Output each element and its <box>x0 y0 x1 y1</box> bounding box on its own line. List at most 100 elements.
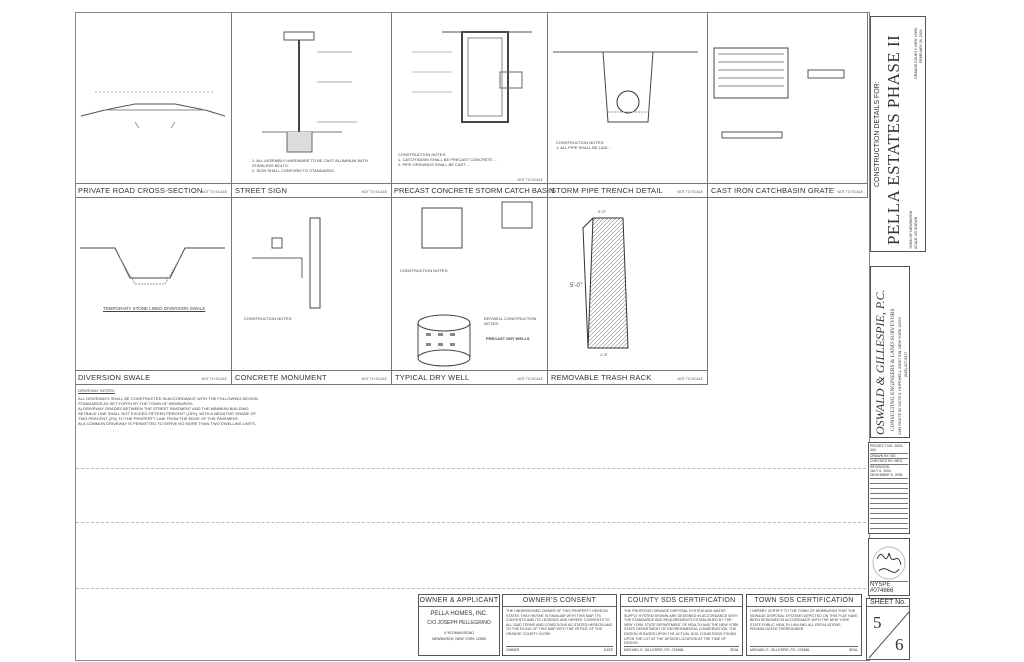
engineer-signature: MICHAEL E. GILLESPIE, P.E. 074666 <box>750 648 810 652</box>
firm-name: OSWALD & GILLESPIE, P.C. <box>873 289 887 435</box>
consent-heading: OWNER'S CONSENT <box>503 595 616 607</box>
panel-title: REMOVABLE TRASH RACK <box>551 373 652 382</box>
detail-dry-well: CONSTRUCTION NOTES: DRYWELL CONSTRUCTION… <box>392 198 548 385</box>
panel-title: PRECAST CONCRETE STORM CATCH BASIN <box>394 186 555 195</box>
sheet-total: 6 <box>895 635 904 654</box>
panel-title: CAST IRON CATCHBASIN GRATE <box>711 186 835 195</box>
panel-title: PRIVATE ROAD CROSS-SECTION <box>78 186 203 195</box>
detail-private-road: PRIVATE ROAD CROSS-SECTION NOT TO SCALE <box>75 12 232 198</box>
trash-rack-drawing <box>582 217 629 349</box>
sheet-label: SHEET No. <box>867 599 909 607</box>
divider <box>76 522 866 523</box>
sheet-number-box: SHEET No. 5 6 <box>866 598 910 660</box>
engineer-signature: MICHAEL E. GILLESPIE, P.E. 074666 <box>624 648 684 652</box>
swale-drawing <box>80 247 225 285</box>
sheet-number: 5 <box>873 613 882 632</box>
construction-notes: CONSTRUCTION NOTES: <box>244 316 293 321</box>
owners-consent-block: OWNER'S CONSENT THE UNDERSIGNED OWNER OF… <box>502 594 617 656</box>
owner-heading: OWNER & APPLICANT <box>419 595 499 607</box>
title-box: CONSTRUCTION DETAILS FOR: PELLA ESTATES … <box>870 16 926 252</box>
detail-street-sign: 1. ALL ASSEMBLY HARDWARE TO BE CAST ALUM… <box>232 12 392 198</box>
construction-notes: CONSTRUCTION NOTES: <box>400 268 449 273</box>
panel-scale: NOT TO SCALE <box>361 377 387 381</box>
driveway-notes-heading: DRIVEWAY NOTES: <box>78 388 115 393</box>
scale-label: SCALE: AS SHOWN <box>914 216 918 249</box>
checked-by: CHECKED BY: MEG <box>870 459 908 465</box>
detail-trash-rack: 2'-0" 5'-0" 1'-5" REMOVABLE TRASH RACK N… <box>548 198 708 385</box>
seal-label: SEAL <box>730 648 739 652</box>
panel-title: CONCRETE MONUMENT <box>235 373 327 382</box>
panel-scale: NOT TO SCALE <box>517 377 543 381</box>
county-label: ORANGE COUNTY, NEW YORK <box>914 27 918 79</box>
date-line: DATE <box>603 648 613 652</box>
drywell-notes: DRYWELL CONSTRUCTION NOTES: <box>484 316 537 326</box>
rack-dim-bottom: 1'-5" <box>600 352 608 357</box>
firm-subtitle: CONSULTING ENGINEERS & LAND SURVEYORS <box>890 308 896 431</box>
pe-license: NYSPE #074666 <box>870 581 908 594</box>
detail-catch-basin: CONSTRUCTION NOTES:1. CATCH BASIN SHALL … <box>392 12 554 198</box>
panel-scale: NOT TO SCALE <box>201 190 227 194</box>
road-section-drawing <box>80 91 226 129</box>
detail-concrete-monument: CONSTRUCTION NOTES: CONCRETE MONUMENT NO… <box>232 198 392 385</box>
date-label: FEBRUARY 26, 2004 <box>919 29 923 63</box>
note-line: ALL DRIVEWAYS SHALL BE CONSTRUCTED IN AC… <box>78 396 258 401</box>
town-sds-block: TOWN SDS CERTIFICATION I HEREBY CERTIFY … <box>746 594 862 656</box>
note-line: TWO PERCENT (2%) TO THE PROPERTY LINE FR… <box>78 416 239 421</box>
firm-box: OSWALD & GILLESPIE, P.C. CONSULTING ENGI… <box>870 266 910 438</box>
owner-company: PELLA HOMES, INC. <box>430 611 488 617</box>
precast-dry-wells: PRECAST DRY WELLS <box>486 336 530 341</box>
town-heading: TOWN SDS CERTIFICATION <box>747 595 861 607</box>
town-text: I HEREBY CERTIFY TO THE TOWN OF NEWBURGH… <box>750 609 858 632</box>
panel-title: STREET SIGN <box>235 186 288 195</box>
owner-city: NEWBURGH, NEW YORK 12550 <box>432 637 486 641</box>
drawn-by: DRAWN BY: BG <box>870 454 908 460</box>
grate-drawing <box>713 47 845 139</box>
divider <box>76 468 866 469</box>
construction-details-label: CONSTRUCTION DETAILS FOR: <box>874 81 881 187</box>
town-label: TOWN OF NEWBURGH <box>909 210 913 249</box>
driveway-notes: DRIVEWAY NOTES: ALL DRIVEWAYS SHALL BE C… <box>78 388 408 426</box>
panel-title: TYPICAL DRY WELL <box>395 373 470 382</box>
dry-well-drawing <box>417 201 533 367</box>
construction-notes: CONSTRUCTION NOTES:1. CATCH BASIN SHALL … <box>398 152 498 167</box>
swale-caption: TEMPORARY STONE LINED DIVERSION SWALE <box>103 306 206 311</box>
monument-drawing <box>252 217 321 309</box>
county-sds-block: COUNTY SDS CERTIFICATION THE PROPOSED SE… <box>620 594 743 656</box>
note-line: A) DRIVEWAY GRADES BETWEEN THE STREET PA… <box>78 406 249 411</box>
panel-scale: NOT TO SCALE <box>837 190 863 194</box>
project-title: PELLA ESTATES PHASE II <box>884 34 903 245</box>
note-line: B) A COMMON DRIVEWAY IS PERMITTED TO SER… <box>78 421 257 426</box>
note-line: STANDARDS AS SET FORTH BY THE TOWN OF NE… <box>78 401 194 406</box>
trench-drawing <box>553 51 698 123</box>
detail-diversion-swale: TEMPORARY STONE LINED DIVERSION SWALE DI… <box>75 198 232 385</box>
panel-title: STORM PIPE TRENCH DETAIL <box>551 186 663 195</box>
panel-scale: NOT TO SCALE <box>517 178 543 182</box>
seal-label: SEAL <box>849 648 858 652</box>
consent-text: THE UNDERSIGNED OWNER OF THIS PROPERTY H… <box>506 609 613 636</box>
revisions-label: REVISIONS: <box>870 464 891 469</box>
panel-scale: NOT TO SCALE <box>201 377 227 381</box>
owner-applicant-block: OWNER & APPLICANT PELLA HOMES, INC. C/O … <box>418 594 500 656</box>
firm-phone: (845)-227-6327 <box>904 351 908 377</box>
detail-catchbasin-grate: CAST IRON CATCHBASIN GRATE NOT TO SCALE <box>708 12 868 198</box>
signature-stamp <box>872 546 906 580</box>
project-info-box: PROJECT NO. 2003-404 DRAWN BY: BG CHECKE… <box>868 442 910 534</box>
panel-scale: NOT TO SCALE <box>677 377 703 381</box>
rack-dim-top: 2'-0" <box>598 209 606 214</box>
county-heading: COUNTY SDS CERTIFICATION <box>621 595 742 607</box>
owner-contact: C/O JOSEPH PELLEGRINO <box>427 620 491 626</box>
catch-basin-drawing <box>412 31 532 123</box>
divider <box>76 588 866 589</box>
owner-signature-line: OWNER <box>506 648 520 652</box>
panel-title: DIVERSION SWALE <box>78 373 151 382</box>
pe-seal-box: NYSPE #074666 <box>868 538 910 596</box>
owner-street: 4 YEOMAN ROAD <box>444 631 474 635</box>
street-sign-drawing <box>262 31 357 153</box>
rack-dim-side: 5'-0" <box>570 283 582 289</box>
county-text: THE PROPOSED SEWAGE DISPOSAL SYSTEM AND … <box>624 609 739 646</box>
revision-date: JULY 6, 2004 <box>870 469 891 474</box>
project-number: PROJECT NO. 2003-404 <box>870 444 908 454</box>
drawing-frame <box>75 12 870 661</box>
sheet-divider <box>868 611 910 659</box>
firm-address: 1359 ROUTE 82 SUITE 6, HOPEWELL JUNCTION… <box>898 317 902 435</box>
